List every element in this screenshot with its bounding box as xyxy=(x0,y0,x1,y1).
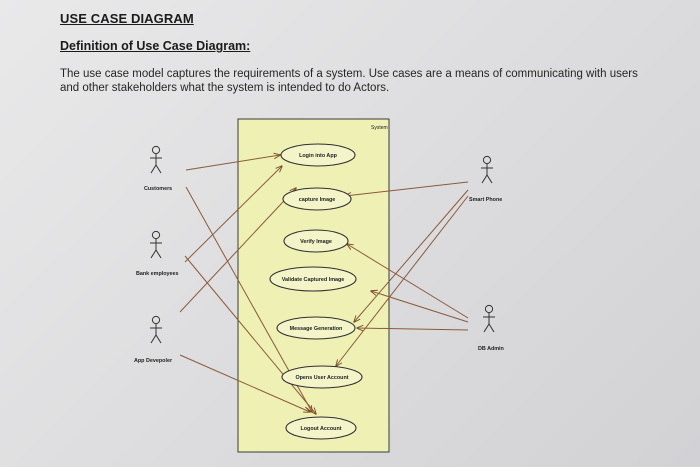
association-db_admin-verify xyxy=(347,244,469,319)
association-bank-login xyxy=(184,166,282,263)
actor-label: App Devepoler xyxy=(134,358,173,364)
actor-customers: Customers xyxy=(144,145,172,192)
use-case-verify: Verify Image xyxy=(283,229,349,253)
actor-label: Bank employees xyxy=(136,271,179,277)
actor-db_admin: DB Admin xyxy=(478,304,504,352)
use-case-message: Message Generation xyxy=(276,316,356,340)
stick-figure-icon xyxy=(150,315,162,344)
association-customers-login xyxy=(185,155,280,171)
association-app_dev-logout xyxy=(179,354,310,412)
use-case-opens: Opens User Account xyxy=(281,365,363,389)
association-smart_phone-capture xyxy=(345,181,469,196)
actor-bank: Bank employees xyxy=(136,230,179,277)
actor-smart_phone: Smart Phone xyxy=(469,155,502,203)
use-case-label: Login into App xyxy=(299,153,338,159)
use-case-ellipse xyxy=(276,316,356,340)
definition-heading: Definition of Use Case Diagram: xyxy=(60,39,251,53)
associations-layer xyxy=(179,155,469,414)
intro-paragraph: The use case model captures the requirem… xyxy=(60,68,638,94)
use-case-login: Login into App xyxy=(280,143,356,167)
association-db_admin-validate xyxy=(371,291,469,323)
actor-label: Customers xyxy=(144,186,172,192)
stick-figure-icon xyxy=(150,145,162,174)
use-case-validate: Validate Captured Image xyxy=(269,266,357,292)
use-case-label: Message Generation xyxy=(290,326,343,332)
system-label: System xyxy=(371,125,388,131)
use-case-ellipse xyxy=(280,143,356,167)
association-bank-opens xyxy=(184,255,316,414)
use-case-label: capture Image xyxy=(299,197,336,203)
actor-label: Smart Phone xyxy=(469,197,502,203)
use-case-ellipse xyxy=(269,266,357,292)
use-case-label: Validate Captured Image xyxy=(282,277,345,283)
association-smart_phone-opens xyxy=(336,195,469,366)
use-case-logout: Logout Account xyxy=(285,416,357,440)
stick-figure-icon xyxy=(481,155,493,184)
association-smart_phone-message xyxy=(354,189,469,322)
actor-app_dev: App Devepoler xyxy=(134,315,173,364)
stick-figure-icon xyxy=(483,304,495,333)
use-case-ellipse xyxy=(281,365,363,389)
use-case-label: Verify Image xyxy=(300,239,332,245)
use-case-ellipse xyxy=(282,187,352,211)
use-case-ellipse xyxy=(283,229,349,253)
use-case-ellipse xyxy=(285,416,357,440)
use-case-label: Logout Account xyxy=(300,426,341,432)
use-case-capture: capture Image xyxy=(282,187,352,211)
actor-label: DB Admin xyxy=(478,346,504,352)
stick-figure-icon xyxy=(150,230,162,259)
association-app_dev-capture xyxy=(179,188,296,313)
page-heading: USE CASE DIAGRAM xyxy=(60,11,194,26)
association-db_admin-message xyxy=(357,328,469,330)
use-case-label: Opens User Account xyxy=(295,375,348,381)
